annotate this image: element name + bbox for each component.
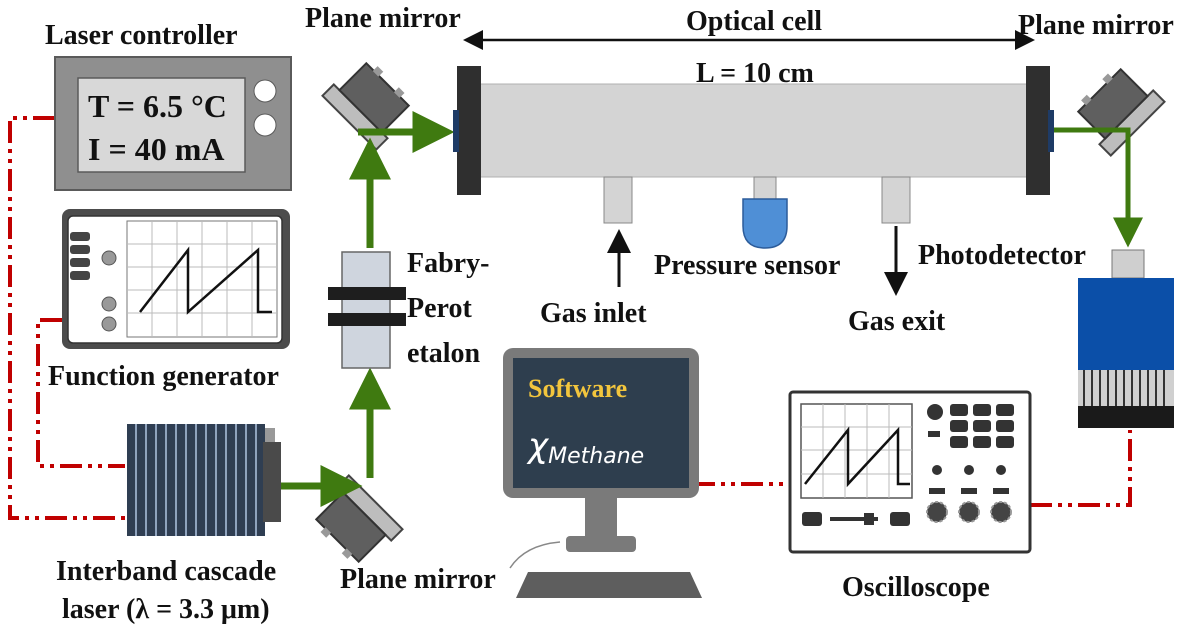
cell-length-label: L = 10 cm — [696, 58, 814, 89]
pressure-sensor-icon — [742, 198, 788, 249]
oscilloscope-icon — [788, 390, 1032, 554]
fabry-perot-label-line3: etalon — [407, 338, 481, 369]
mirror-icon — [1076, 67, 1166, 157]
laser-controller-label: Laser controller — [45, 20, 238, 51]
laser-icon — [127, 424, 281, 536]
function-generator — [62, 209, 290, 349]
software-title: Software — [528, 374, 627, 403]
controller-knob-icon[interactable] — [253, 113, 277, 137]
controller-current: I = 40 mA — [88, 131, 224, 167]
oscilloscope-trace — [804, 426, 910, 488]
monitor-icon — [503, 348, 699, 569]
laser-beam — [281, 111, 1143, 507]
mirror-icon — [314, 474, 404, 564]
cable-oscilloscope-to-detector — [1030, 430, 1132, 507]
optical-cell — [453, 66, 1054, 249]
keyboard-icon — [516, 572, 702, 598]
photodetector-icon — [1078, 249, 1174, 428]
cable-controller-to-laser — [8, 116, 125, 520]
pressure-sensor-label: Pressure sensor — [654, 250, 840, 281]
controller-temperature: T = 6.5 °C — [88, 88, 227, 124]
beam-cell-to-detector — [1048, 127, 1143, 248]
plane-mirror-bottom-label: Plane mirror — [340, 564, 496, 595]
laser-controller — [54, 56, 292, 191]
gas-inlet-port — [603, 176, 633, 224]
plane-mirror-top-right-label: Plane mirror — [1018, 10, 1174, 41]
gas-inlet-label: Gas inlet — [540, 298, 647, 329]
software-formula: χMethane — [526, 426, 644, 469]
laser-label-line2: laser (λ = 3.3 μm) — [62, 594, 270, 625]
oscilloscope-label: Oscilloscope — [842, 572, 990, 603]
function-generator-label: Function generator — [48, 361, 279, 392]
cable-generator-to-laser — [36, 318, 125, 468]
gas-exit-port — [881, 176, 911, 224]
controller-knob-icon[interactable] — [253, 79, 277, 103]
laser-label-line1: Interband cascade — [56, 556, 276, 587]
gas-exit-label: Gas exit — [848, 306, 946, 337]
photodetector-label: Photodetector — [918, 240, 1086, 271]
plane-mirror-top-left-label: Plane mirror — [305, 3, 461, 34]
fabry-perot-label-line2: Perot — [407, 293, 472, 324]
signal-cables — [8, 116, 1132, 520]
fabry-perot-label-line1: Fabry- — [407, 248, 489, 279]
optical-cell-label: Optical cell — [686, 6, 822, 37]
fabry-perot-etalon — [328, 251, 406, 369]
sawtooth-wave-icon — [139, 246, 272, 315]
